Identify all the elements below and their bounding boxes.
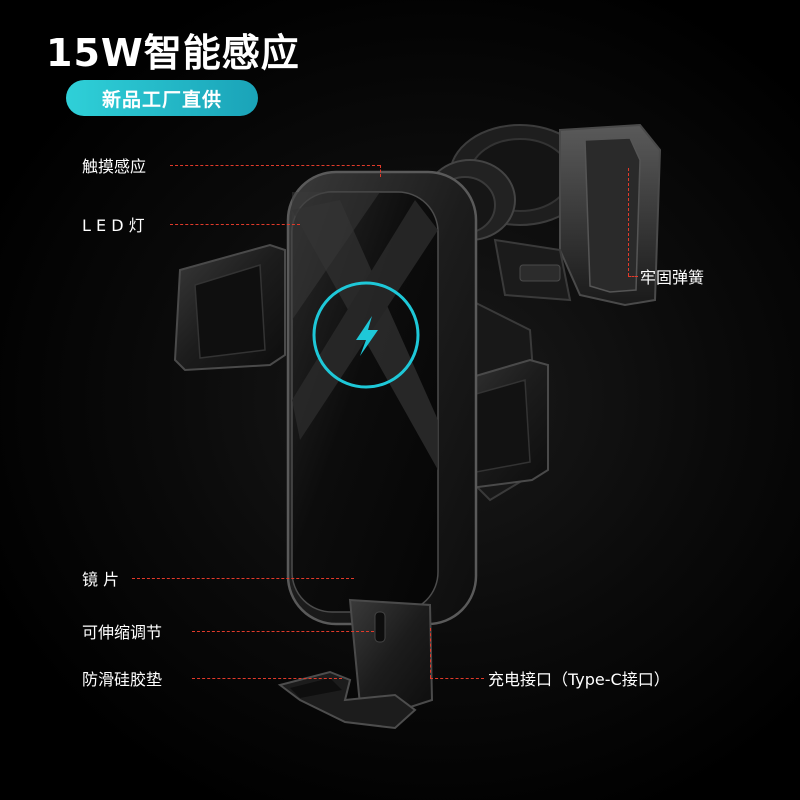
callout-pad [192, 678, 342, 679]
callout-touch-sensor [170, 165, 380, 166]
callout-charging-port [430, 678, 484, 679]
bottom-cradle [277, 598, 434, 730]
callout-adjustable [192, 631, 374, 632]
label-led-light: L E D 灯 [82, 216, 145, 235]
callout-charging-port-drop [430, 628, 431, 678]
label-charging-port: 充电接口（Type-C接口） [488, 670, 670, 689]
headline: 15W智能感应 [46, 31, 300, 75]
callout-mirror [132, 578, 354, 579]
callout-touch-sensor-drop [380, 165, 381, 177]
badge: 新品工厂直供 [66, 80, 258, 116]
label-pad: 防滑硅胶垫 [82, 670, 163, 689]
label-adjustable: 可伸缩调节 [82, 623, 163, 642]
lightning-icon [356, 316, 378, 356]
label-spring: 牢固弹簧 [640, 268, 705, 287]
callout-spring-drop [628, 168, 629, 276]
callout-spring [628, 276, 638, 277]
label-touch-sensor: 触摸感应 [82, 157, 147, 176]
charging-ring [312, 281, 420, 389]
callout-led-light [170, 224, 300, 225]
left-arm [173, 243, 286, 372]
label-mirror: 镜 片 [82, 570, 120, 589]
